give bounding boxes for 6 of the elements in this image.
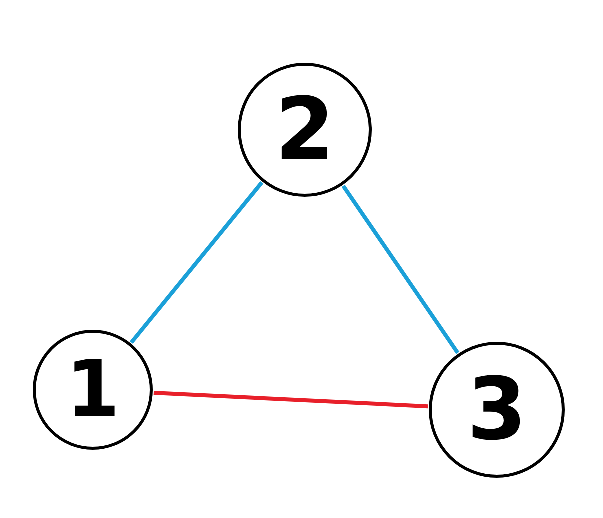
- connector-line: [342, 184, 460, 354]
- connector-line: [154, 391, 428, 409]
- connector-line: [130, 181, 264, 344]
- node-number: 3: [467, 367, 527, 453]
- node-number: 1: [66, 351, 120, 429]
- node-number: 2: [275, 87, 335, 173]
